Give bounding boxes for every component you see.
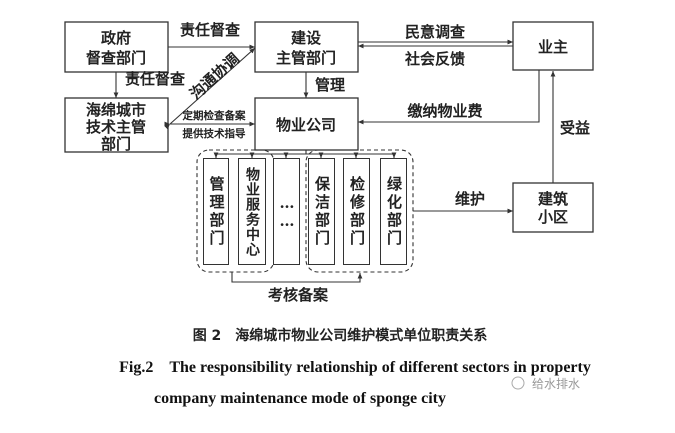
dept-box-management: 管理部门 [203, 158, 229, 265]
label-coordinate: 沟通协调 [186, 50, 243, 104]
svg-text:业主: 业主 [538, 38, 568, 56]
label-survey: 民意调查 [405, 23, 466, 41]
svg-text:建设: 建设 [291, 29, 321, 47]
edge-assess [231, 272, 363, 283]
node-community: 建筑 小区 [512, 182, 594, 233]
svg-text:技术主管: 技术主管 [86, 118, 146, 136]
node-owner: 业主 [512, 21, 594, 71]
label-fee: 缴纳物业费 [407, 102, 482, 120]
caption-cn: 图 2 海绵城市物业公司维护模式单位职责关系 [193, 327, 488, 344]
label-inspect: 定期检查备案 [182, 109, 246, 122]
dept-box-service-center: 物业服务中心 [238, 158, 266, 265]
watermark: 给水排水 [511, 376, 580, 391]
svg-text:给水排水: 给水排水 [532, 377, 580, 391]
node-property-company: 物业公司 [254, 97, 359, 151]
svg-text:海绵城市: 海绵城市 [86, 101, 146, 119]
dept-label: 保洁部门 [313, 175, 331, 248]
svg-text:政府: 政府 [101, 29, 131, 47]
edge-coordinate [164, 47, 256, 130]
label-supervise-left: 责任督查 [125, 70, 186, 88]
node-gov-supervision: 政府 督查部门 [64, 21, 169, 73]
dept-label: 物业服务中心 [244, 166, 260, 257]
dept-label: 管理部门 [207, 175, 226, 248]
svg-text:物业公司: 物业公司 [276, 116, 336, 134]
dept-label: …… [278, 193, 296, 230]
label-guidance: 提供技术指导 [183, 127, 246, 140]
caption-en-1: Fig.2 The responsibility relationship of… [119, 359, 591, 376]
dept-label: 绿化部门 [385, 175, 403, 248]
svg-text:督查部门: 督查部门 [86, 49, 146, 67]
dept-box-repair: 检修部门 [343, 158, 370, 265]
label-benefit: 受益 [560, 119, 590, 137]
node-construction-dept: 建设 主管部门 [254, 21, 359, 73]
label-assess: 考核备案 [268, 286, 329, 304]
edge-fee [358, 70, 540, 125]
label-manage: 管理 [315, 76, 345, 94]
dept-box-greening: 绿化部门 [380, 158, 407, 265]
svg-text:小区: 小区 [538, 208, 568, 226]
dept-box-ellipsis: …… [273, 158, 300, 265]
dept-box-cleaning: 保洁部门 [308, 158, 335, 265]
caption-en-2: company maintenance mode of sponge city [154, 390, 446, 407]
svg-text:建筑: 建筑 [538, 190, 568, 208]
svg-text:部门: 部门 [101, 135, 131, 153]
label-maintain: 维护 [455, 190, 485, 208]
node-sponge-tech-dept: 海绵城市 技术主管 部门 [64, 97, 169, 153]
label-feedback: 社会反馈 [404, 50, 465, 68]
label-supervise-top: 责任督查 [180, 21, 241, 39]
dept-label: 检修部门 [348, 175, 366, 248]
svg-text:主管部门: 主管部门 [276, 49, 336, 67]
